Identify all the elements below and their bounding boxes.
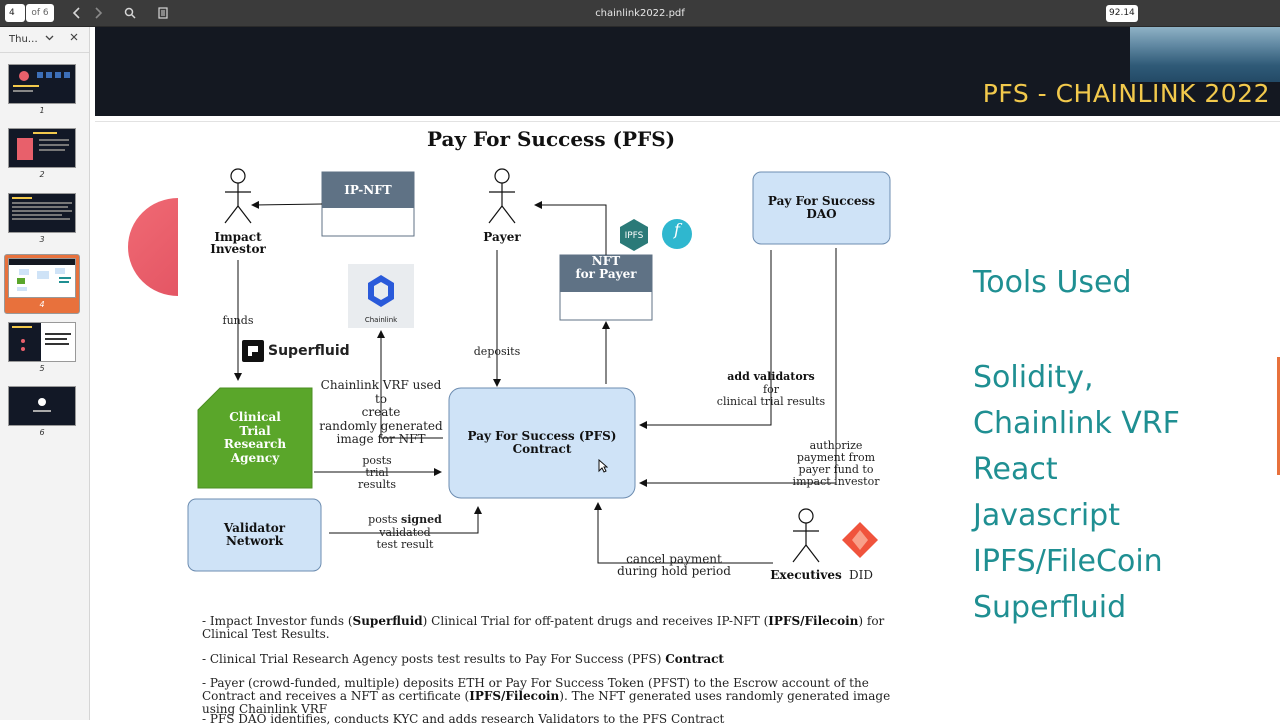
thumbnail-number: 1 <box>39 106 45 115</box>
filecoin-icon: f <box>674 220 680 239</box>
authorize-payment-label: authorize payment from payer fund to imp… <box>792 439 880 488</box>
ip-nft-label: IP-NFT <box>344 183 392 197</box>
page-count: of 6 <box>26 4 54 22</box>
scrollbar-thumb[interactable] <box>1277 357 1280 475</box>
slide-title: PFS - CHAINLINK 2022 <box>982 79 1270 108</box>
tool-item: Solidity, <box>973 360 1094 395</box>
did-label: DID <box>849 568 873 582</box>
page-thumbnail-6[interactable] <box>8 386 76 426</box>
validated-test-result-label: validated test result <box>376 526 434 551</box>
posts-trial-results-label: posts trial results <box>357 454 397 491</box>
prev-page-button[interactable] <box>68 4 86 22</box>
thumbnail-number: 2 <box>39 170 45 179</box>
cra-label: Clinical Trial Research Agency <box>223 410 287 465</box>
diagram-title: Pay For Success (PFS) <box>427 127 676 151</box>
sidebar-tab-thumbnails[interactable]: Thu… <box>9 34 38 45</box>
document-icon <box>158 7 168 19</box>
page-thumbnail-1[interactable] <box>8 64 76 104</box>
page-thumbnail-4[interactable] <box>8 258 76 298</box>
vrf-note-label: Chainlink VRF used to create randomly ge… <box>319 378 443 446</box>
deposits-label: deposits <box>473 345 521 358</box>
cancel-payment-label: cancel payment during hold period <box>617 552 731 578</box>
thumbnail-number: 6 <box>39 428 45 437</box>
page-number-input[interactable]: 4 <box>5 4 25 22</box>
annotations-button[interactable] <box>154 4 172 22</box>
note-3: - Payer (crowd-funded, multiple) deposit… <box>202 676 891 716</box>
chevron-left-icon <box>72 7 80 19</box>
close-icon[interactable] <box>70 33 78 44</box>
search-button[interactable] <box>121 4 139 22</box>
next-page-button[interactable] <box>89 4 107 22</box>
toolbar: 4 of 6 chainlink2022.pdf 92.14 <box>0 0 1280 27</box>
ipfs-logo-label: IPFS <box>624 231 644 241</box>
funds-label: funds <box>222 314 254 327</box>
document-title: chainlink2022.pdf <box>595 8 685 19</box>
payer-label: Payer <box>483 230 521 244</box>
tools-heading: Tools Used <box>973 265 1132 300</box>
for-trial-results-label: for clinical trial results <box>716 383 826 408</box>
thumbnail-number: 3 <box>39 235 45 244</box>
dao-label: Pay For Success DAO <box>767 194 876 221</box>
sidebar-header: Thu… <box>0 27 89 53</box>
impact-investor-label: Impact Investor <box>210 230 266 256</box>
validator-network-label: Validator Network <box>223 521 286 548</box>
decorative-circle <box>128 198 178 296</box>
tool-item: IPFS/FileCoin <box>973 544 1163 579</box>
thumbnail-sidebar: Thu… 1 2 3 4 5 6 <box>0 27 90 720</box>
zoom-input[interactable]: 92.14 <box>1106 5 1138 22</box>
contract-label: Pay For Success (PFS) Contract <box>467 429 617 456</box>
add-validators-label: add validators <box>727 370 815 383</box>
thumbnail-number: 5 <box>39 364 45 373</box>
note-2: - Clinical Trial Research Agency posts t… <box>202 652 724 666</box>
tool-item: Javascript <box>973 498 1120 533</box>
slide-banner: PFS - CHAINLINK 2022 <box>95 27 1280 116</box>
mouse-cursor-icon <box>598 459 608 473</box>
chevron-down-icon[interactable] <box>45 33 54 45</box>
tools-panel: Tools Used Solidity, Chainlink VRF React… <box>973 263 1180 631</box>
search-icon <box>124 7 136 19</box>
page-thumbnail-2[interactable] <box>8 128 76 168</box>
nft-for-payer-label: NFT for Payer <box>575 254 637 281</box>
page-thumbnail-3[interactable] <box>8 193 76 233</box>
tool-item: Superfluid <box>973 590 1127 625</box>
superfluid-logo-label: Superfluid <box>268 343 350 359</box>
page-divider <box>95 121 1280 721</box>
tool-item: Chainlink VRF <box>973 406 1180 441</box>
chainlink-logo-label: Chainlink <box>364 316 398 324</box>
tool-item: React <box>973 452 1058 487</box>
ocean-photo <box>1130 27 1280 82</box>
page-thumbnail-5[interactable] <box>8 322 76 362</box>
executives-label: Executives <box>770 568 842 582</box>
thumbnail-number: 4 <box>39 300 45 309</box>
posts-signed-label: posts signed <box>368 513 442 526</box>
chevron-right-icon <box>95 7 103 19</box>
note-1: - Impact Investor funds (Superfluid) Cli… <box>202 614 885 641</box>
